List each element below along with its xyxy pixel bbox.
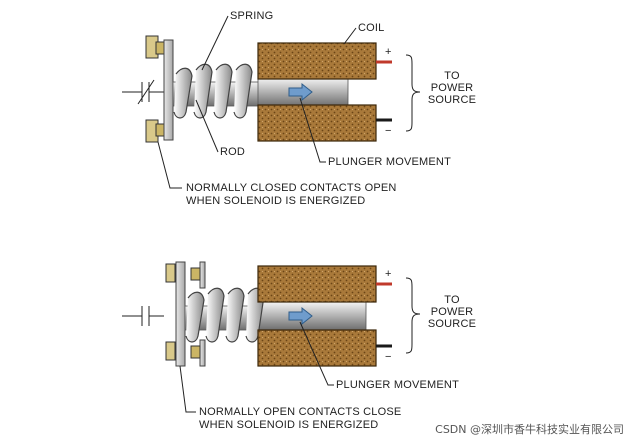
- outer-contact-upper: [199, 261, 206, 289]
- power-brace: [405, 277, 421, 354]
- plunger-leader: [299, 97, 326, 163]
- svg-text:TO: TO: [444, 294, 460, 306]
- minus-sign: −: [385, 125, 392, 137]
- spring-label: SPRING: [230, 10, 273, 22]
- power-source-label: TO POWER SOURCE: [428, 70, 476, 106]
- rod-label: ROD: [220, 146, 245, 158]
- moving-contact-lower: [155, 123, 165, 137]
- power-source-label: TO POWER SOURCE: [428, 294, 476, 330]
- outer-pad-lower: [190, 345, 201, 359]
- rod-leader: [195, 99, 219, 153]
- bottom-assembly: + − TO POWER SOURCE PLUNGER MOVEMENT NOR…: [122, 261, 476, 431]
- caption-line-2: WHEN SOLENOID IS ENERGIZED: [186, 195, 365, 207]
- fixed-contact-upper: [165, 263, 176, 283]
- plunger-label: PLUNGER MOVEMENT: [336, 379, 459, 391]
- no-contact-symbol: [122, 306, 164, 326]
- caption-line-2: WHEN SOLENOID IS ENERGIZED: [199, 419, 378, 431]
- top-assembly: + − TO POWER SOURCE SPRING COIL ROD PLUN…: [122, 10, 476, 207]
- nc-contact-symbol: [122, 79, 164, 105]
- outer-pad-upper: [190, 267, 201, 281]
- plus-sign: +: [385, 268, 392, 280]
- coil-upper: [257, 265, 377, 303]
- caption-line-1: NORMALLY OPEN CONTACTS CLOSE: [199, 406, 401, 418]
- plunger-arrow: [288, 82, 313, 102]
- svg-text:SOURCE: SOURCE: [428, 318, 476, 330]
- caption-leader: [157, 141, 182, 189]
- contact-plate: [175, 261, 186, 367]
- contact-plate: [163, 39, 174, 141]
- coil-label: COIL: [358, 22, 384, 34]
- spring-leader: [201, 15, 229, 71]
- plus-sign: +: [385, 46, 392, 58]
- svg-text:SOURCE: SOURCE: [428, 94, 476, 106]
- plunger-leader: [299, 321, 334, 386]
- caption-line-1: NORMALLY CLOSED CONTACTS OPEN: [186, 182, 397, 194]
- minus-sign: −: [385, 351, 392, 363]
- spring: [173, 63, 253, 119]
- plunger-arrow: [288, 306, 313, 326]
- coil-lower: [257, 104, 377, 142]
- fixed-contact-lower: [165, 341, 176, 361]
- svg-text:POWER: POWER: [431, 306, 474, 318]
- coil-upper: [257, 42, 377, 80]
- svg-text:POWER: POWER: [431, 82, 474, 94]
- plunger-label: PLUNGER MOVEMENT: [328, 156, 451, 168]
- watermark: CSDN @深圳市香牛科技实业有限公司: [435, 422, 624, 436]
- outer-contact-lower: [199, 339, 206, 367]
- caption-leader: [179, 365, 196, 413]
- coil-leader: [343, 27, 357, 45]
- svg-text:TO: TO: [444, 70, 460, 82]
- power-brace: [405, 54, 421, 132]
- moving-contact-upper: [155, 41, 165, 55]
